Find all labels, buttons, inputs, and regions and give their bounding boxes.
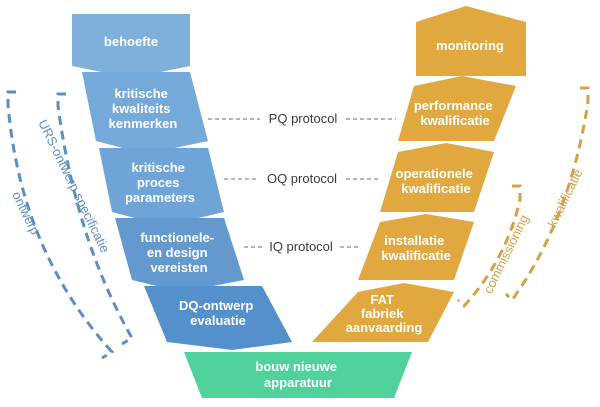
kritische-kwaliteitskenmerken-label: kritische kwaliteits kenmerken xyxy=(109,86,178,131)
commissioning-bracket xyxy=(456,184,522,309)
monitoring-label: monitoring xyxy=(436,38,504,53)
pq-protocol-label: PQ protocol xyxy=(269,111,338,126)
kwalificatie-label: kwalificatie xyxy=(544,166,585,229)
functionele-design-vereisten-label: functionele- en design vereisten xyxy=(140,230,217,275)
bouw-nieuwe-apparatuur-label: bouw nieuwe apparatuur xyxy=(255,359,340,390)
kwalificatie-bracket xyxy=(504,86,590,303)
monitoring-box xyxy=(416,6,526,76)
operationele-kwalificatie-label: operationele kwalificatie xyxy=(396,166,477,196)
dq-ontwerp-evaluatie-box xyxy=(144,286,292,350)
bouw-nieuwe-apparatuur-box xyxy=(184,352,412,398)
performance-kwalificatie-box xyxy=(398,76,516,141)
dq-ontwerp-evaluatie-label: DQ-ontwerp evaluatie xyxy=(179,298,257,328)
urs-bracket xyxy=(56,92,135,346)
behoefte-box xyxy=(72,14,190,78)
installatie-kwalificatie-label: installatie kwalificatie xyxy=(381,233,450,263)
functionele-design-vereisten-box xyxy=(115,218,244,292)
operationele-kwalificatie-box xyxy=(380,143,494,212)
installatie-kwalificatie-box xyxy=(358,214,474,280)
oq-protocol-label: OQ protocol xyxy=(267,171,337,186)
behoefte-label: behoefte xyxy=(104,34,158,49)
kritische-procesparameters-box xyxy=(99,148,224,226)
performance-kwalificatie-label: performance kwalificatie xyxy=(414,98,496,128)
kritische-procesparameters-label: kritische proces parameters xyxy=(125,160,195,205)
iq-protocol-label: IQ protocol xyxy=(269,239,333,254)
kritische-kwaliteitskenmerken-box xyxy=(82,72,208,154)
fat-fabriek-aanvaarding-label: FAT fabriek aanvaarding xyxy=(346,292,423,335)
ontwerp-label: ontwerp xyxy=(9,189,43,237)
ontwerp-bracket xyxy=(6,90,115,360)
fat-fabriek-aanvaarding-box xyxy=(312,283,454,342)
